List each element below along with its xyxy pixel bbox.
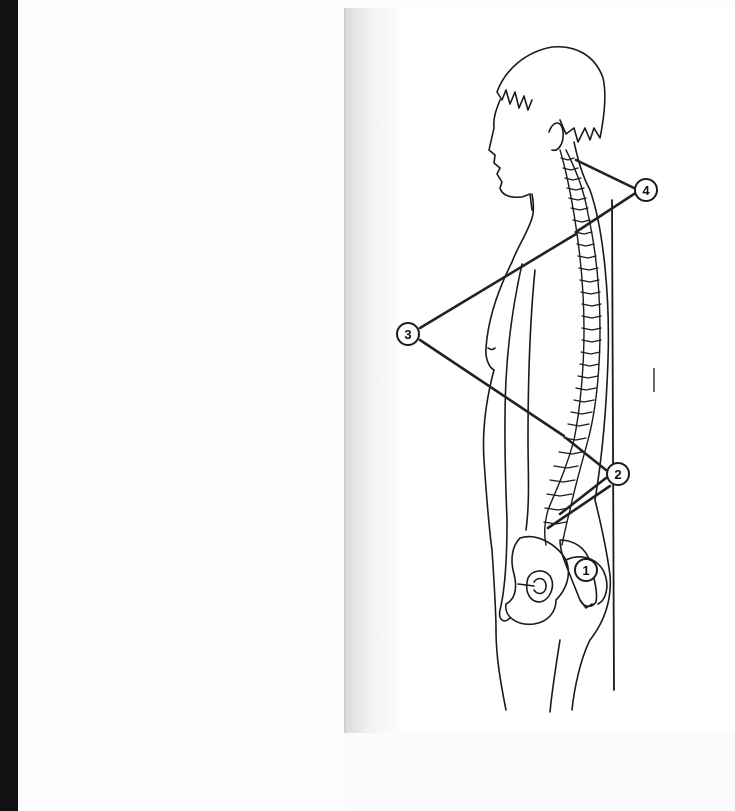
hip-socket: [527, 571, 553, 602]
vertebral-column: [545, 150, 600, 545]
label-3-text: 3: [404, 327, 411, 342]
label-1-text: 1: [582, 563, 589, 578]
leader-lines: [420, 160, 634, 528]
back-outline: [572, 190, 610, 710]
leader-3-b: [420, 340, 564, 436]
nipple: [488, 348, 495, 350]
pelvis-ilium: [506, 537, 569, 625]
face-profile: [489, 100, 532, 210]
hip-socket-inner: [534, 579, 546, 594]
leg-front: [496, 630, 506, 710]
leader-2-b: [560, 478, 606, 514]
ear: [549, 123, 563, 150]
label-4-text: 4: [642, 183, 650, 198]
leader-3-a: [420, 234, 576, 328]
wall-line: [612, 200, 614, 690]
arm-front: [500, 264, 522, 621]
neck-front: [512, 194, 534, 262]
leg-back: [550, 640, 560, 712]
pointer-socket: [518, 584, 534, 586]
abdomen-front: [483, 370, 496, 630]
label-2-text: 2: [614, 467, 621, 482]
vertebra-rungs: [544, 158, 601, 524]
leader-4-a: [576, 160, 634, 188]
arm-inner: [526, 270, 535, 530]
